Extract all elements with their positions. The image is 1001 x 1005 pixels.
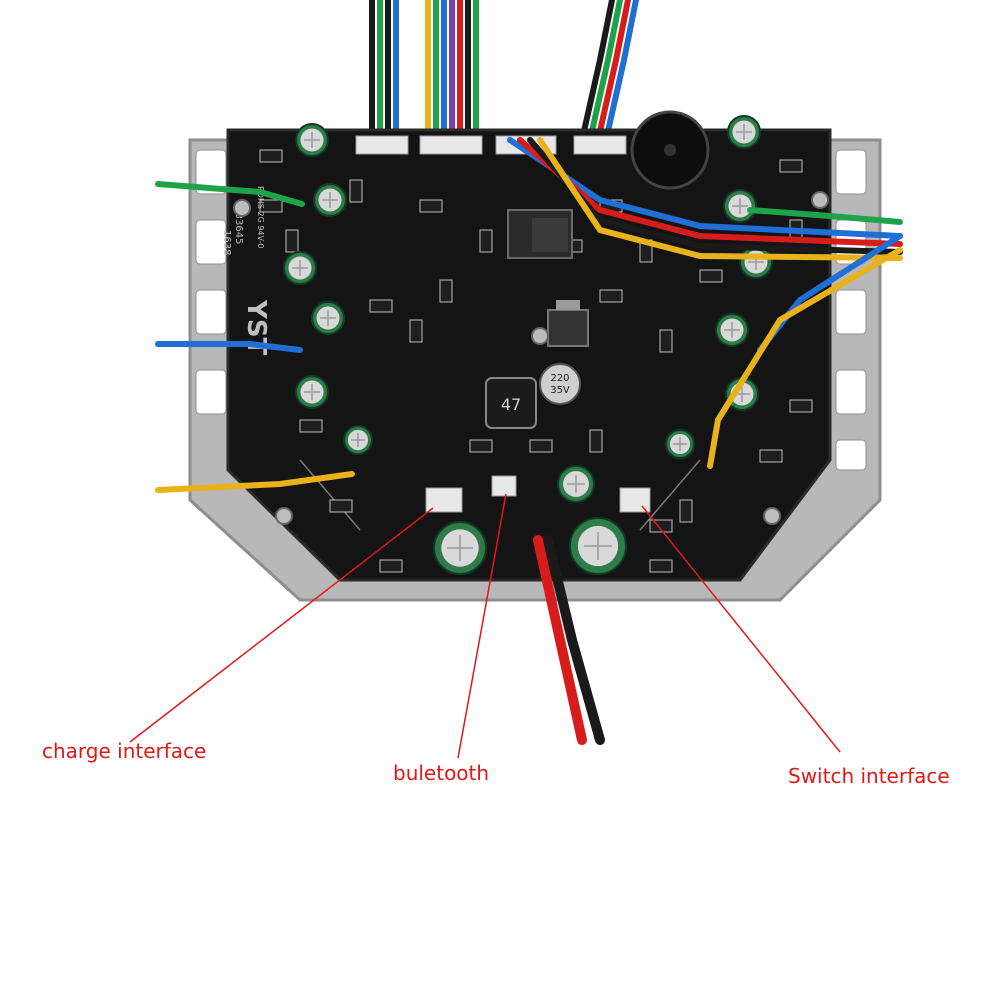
screws: [233, 191, 829, 525]
annotation-lines: [129, 493, 841, 759]
buzzer: [630, 110, 710, 190]
charge-pointer: [129, 507, 434, 743]
bluetooth-pointer: [457, 493, 507, 759]
capacitor: [723, 189, 757, 223]
power-inductor: 47: [485, 377, 537, 429]
bluetooth-connector: [491, 475, 517, 497]
capacitor-voltage: 35V: [550, 385, 570, 396]
capacitor: [569, 517, 627, 575]
capacitor: [283, 251, 317, 285]
top-wire-bundle-right: [579, 0, 639, 143]
inductor-label: 47: [501, 395, 521, 414]
capacitor: [557, 465, 595, 503]
capacitor: [343, 425, 373, 455]
capacitor: [665, 429, 695, 459]
capacitor: [295, 375, 329, 409]
side-wires: [155, 137, 903, 493]
top-wire-bundle-left: [369, 0, 399, 143]
bottom-connectors: [425, 475, 651, 513]
silkscreen-rohs: ROHS 2G 94V-0: [256, 186, 265, 248]
capacitor: [311, 301, 345, 335]
capacitor: [727, 115, 761, 149]
voltage-regulator: [547, 300, 589, 347]
bluetooth-label: buletooth: [393, 761, 490, 785]
capacitor-value: 220: [550, 373, 569, 384]
capacitor: [313, 183, 347, 217]
top-wire-bundle-middle: [425, 0, 479, 143]
silkscreen-date: 1638: [221, 230, 232, 255]
main-ic: [507, 209, 573, 259]
switch-pointer: [641, 505, 841, 753]
switch-connector: [619, 487, 651, 513]
capacitor: [433, 521, 487, 575]
smd-components: [259, 149, 813, 573]
switch-interface-label: Switch interface: [788, 764, 950, 788]
capacitor: [295, 123, 329, 157]
capacitors: [283, 115, 773, 575]
capacitor: [715, 313, 749, 347]
power-cable: [533, 535, 605, 745]
label-capacitor: 220 35V: [539, 363, 581, 405]
charge-interface-label: charge interface: [42, 739, 207, 763]
silkscreen-code: E333645: [233, 200, 244, 245]
